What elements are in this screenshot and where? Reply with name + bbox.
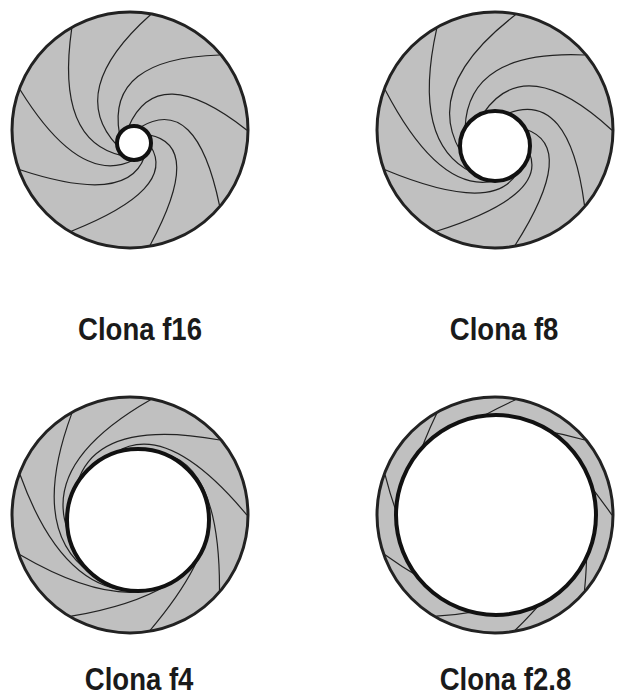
f-stop-label: Clona f4 (85, 662, 194, 697)
aperture-opening (117, 126, 151, 160)
blade-edge (98, 15, 151, 146)
lens-rim (12, 12, 248, 248)
blade-edge (20, 156, 145, 185)
lens-rim (377, 12, 613, 248)
lens-rim (377, 397, 613, 633)
aperture-opening (396, 415, 596, 615)
f-stop-label: Clona f8 (450, 312, 559, 347)
f-stop-label: Clona f16 (78, 312, 202, 347)
aperture-diaphragm (12, 397, 248, 633)
blade-edge (129, 94, 248, 130)
aperture-opening (460, 111, 530, 181)
aperture-diaphragm (377, 12, 613, 248)
aperture-opening (67, 449, 209, 591)
lens-rim (12, 397, 248, 633)
f-stop-label: Clona f2.8 (440, 662, 572, 697)
blade-edge (140, 120, 219, 206)
aperture-diaphragm (12, 12, 248, 248)
blade-edge (69, 29, 123, 156)
aperture-diaphragm (377, 397, 613, 633)
